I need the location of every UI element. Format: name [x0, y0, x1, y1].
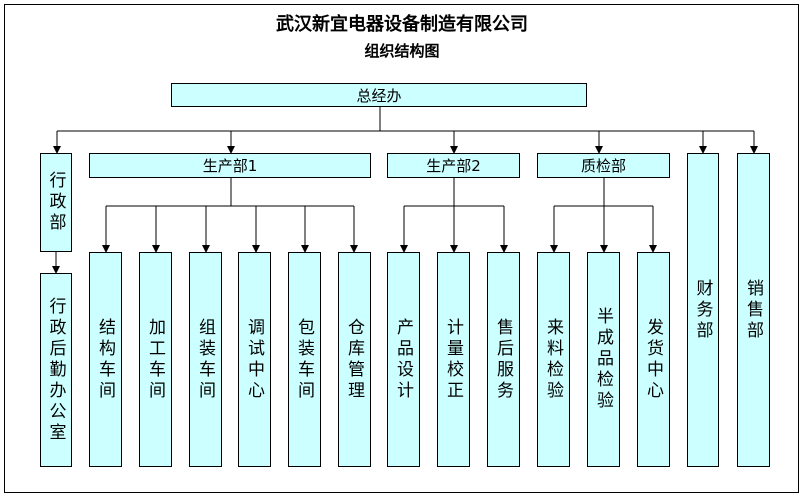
node-finance-dept: 财务部	[687, 153, 719, 467]
node-admin-office: 行政后勤办公室	[40, 273, 72, 467]
node-product-design: 产品设计	[387, 252, 420, 467]
node-packing-workshop: 包装车间	[288, 252, 321, 467]
node-incoming-inspection: 来料检验	[537, 252, 570, 467]
node-general-office: 总经办	[171, 83, 587, 107]
chart-frame	[4, 4, 799, 493]
chart-subtitle: 组织结构图	[364, 42, 440, 60]
node-machining-workshop: 加工车间	[139, 252, 172, 467]
node-production-dept-1: 生产部1	[89, 153, 371, 178]
node-debug-center: 调试中心	[238, 252, 271, 467]
node-quality-dept: 质检部	[537, 153, 670, 178]
node-semi-finished-inspection: 半成品检验	[587, 252, 620, 467]
node-assembly-workshop: 组装车间	[189, 252, 222, 467]
node-sales-dept: 销售部	[737, 153, 770, 467]
company-title: 武汉新宜电器设备制造有限公司	[276, 14, 528, 35]
node-after-sales: 售后服务	[487, 252, 520, 467]
node-shipping-center: 发货中心	[637, 252, 670, 467]
node-calibration: 计量校正	[437, 252, 470, 467]
node-structure-workshop: 结构车间	[89, 252, 122, 467]
node-warehouse-management: 仓库管理	[338, 252, 371, 467]
node-production-dept-2: 生产部2	[387, 153, 520, 178]
node-admin-dept: 行政部	[40, 153, 72, 252]
